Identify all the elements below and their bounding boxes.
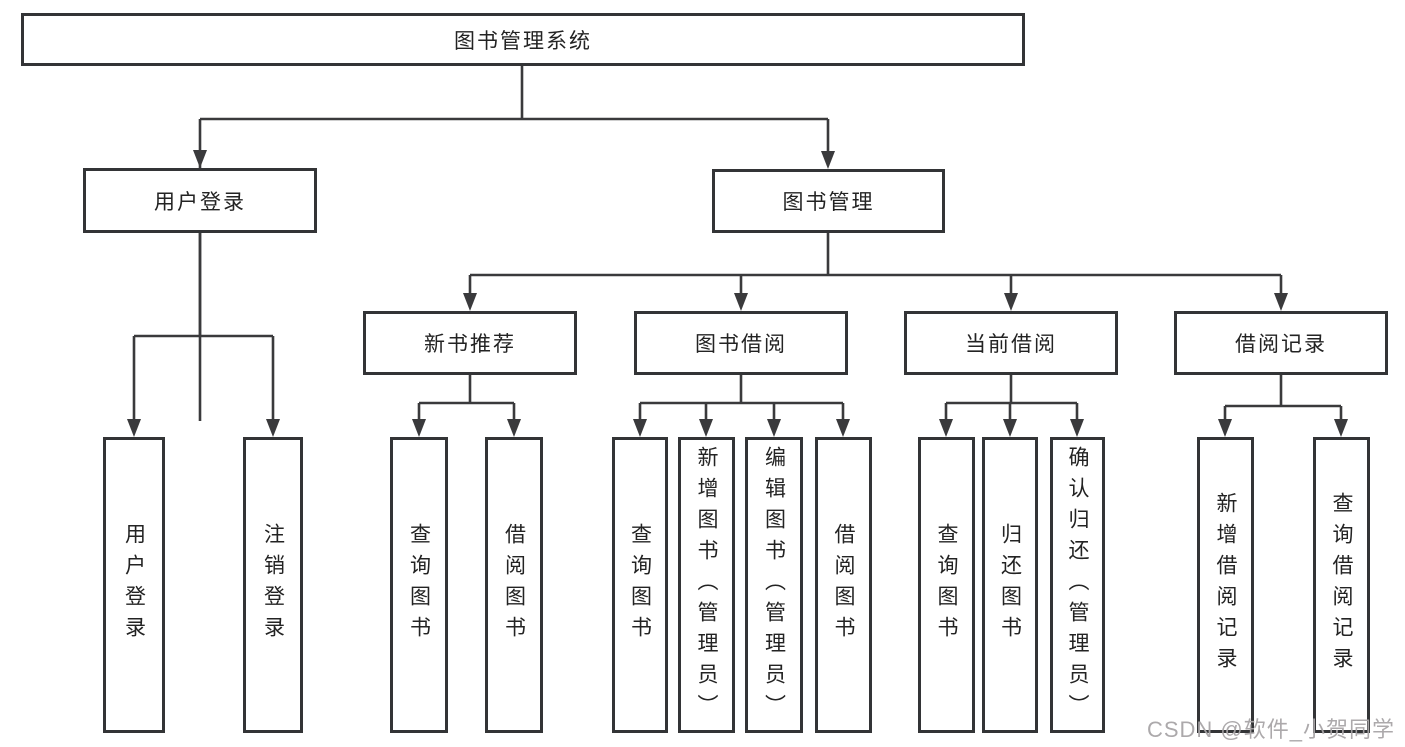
node-label: 图书借阅 [695,333,787,356]
node-label: 查询图书 [628,523,652,647]
arrowhead [734,293,748,311]
connector-bookborrow-to-leaves [638,375,845,421]
leaf-add-borrow-record: 新增借阅记录 [1197,437,1254,733]
arrowhead [633,419,647,437]
leaf-query-books-current: 查询图书 [918,437,975,733]
node-label: 查询图书 [935,523,958,647]
node-label: 图书管理 [782,191,875,214]
arrowhead [193,150,207,168]
connector-borrowrecord-to-leaves [1223,375,1343,421]
leaf-borrow-books-recommend: 借阅图书 [485,437,543,733]
arrowhead [767,419,781,437]
node-label: 新增借阅记录 [1214,492,1237,678]
arrowheads [127,150,1348,437]
node-label: 新书推荐 [424,333,516,356]
arrowhead [821,151,835,169]
node-label: 借阅图书 [832,523,855,647]
node-label: 当前借阅 [965,333,1057,356]
arrowhead [1218,419,1232,437]
node-label: 借阅记录 [1235,333,1327,356]
arrowhead [1274,293,1288,311]
node-label: 归还图书 [998,523,1022,647]
node-label: 确认归还（管理员） [1066,445,1089,725]
leaf-user-login: 用户登录 [103,437,165,733]
leaf-return-books: 归还图书 [982,437,1038,733]
arrowhead [463,293,477,311]
arrowhead [1004,293,1018,311]
node-current-borrow: 当前借阅 [904,311,1118,375]
node-label: 注销登录 [261,523,285,647]
arrowhead [127,419,141,437]
leaf-edit-books-admin: 编辑图书（管理员） [745,437,803,733]
leaf-logout: 注销登录 [243,437,303,733]
arrowhead [1003,419,1017,437]
node-borrow-record: 借阅记录 [1174,311,1388,375]
connector-newbook-to-leaves [417,375,516,421]
arrowhead [412,419,426,437]
node-user-login: 用户登录 [83,168,317,233]
connector-userlogin-to-leaves [132,233,275,421]
arrowhead [1334,419,1348,437]
node-label: 查询图书 [407,523,431,647]
node-label: 用户登录 [122,523,146,647]
connector-bookmgmt-to-level3 [468,233,1283,295]
node-label: 编辑图书（管理员） [762,445,786,725]
node-system-root: 图书管理系统 [21,13,1025,66]
csdn-watermark: CSDN @软件_小贺同学 [1146,717,1395,742]
node-book-borrow: 图书借阅 [634,311,848,375]
node-label: 新增图书（管理员） [695,445,718,725]
arrowhead [507,419,521,437]
leaf-query-borrow-record: 查询借阅记录 [1313,437,1370,733]
arrowhead [836,419,850,437]
leaf-confirm-return-admin: 确认归还（管理员） [1050,437,1105,733]
node-label: 借阅图书 [502,523,526,647]
node-label: 查询借阅记录 [1330,492,1353,678]
leaf-add-books-admin: 新增图书（管理员） [678,437,735,733]
node-new-book-recommend: 新书推荐 [363,311,577,375]
leaf-query-books-borrow: 查询图书 [612,437,668,733]
node-book-management: 图书管理 [712,169,945,233]
arrowhead [266,419,280,437]
arrowhead [939,419,953,437]
leaf-borrow-books: 借阅图书 [815,437,872,733]
node-label: 图书管理系统 [454,29,592,53]
leaf-query-books-recommend: 查询图书 [390,437,448,733]
node-label: 用户登录 [154,190,246,214]
connector-root-to-level2 [198,66,830,421]
arrowhead [699,419,713,437]
connector-currentborrow-to-leaves [944,375,1079,421]
arrowhead [1070,419,1084,437]
